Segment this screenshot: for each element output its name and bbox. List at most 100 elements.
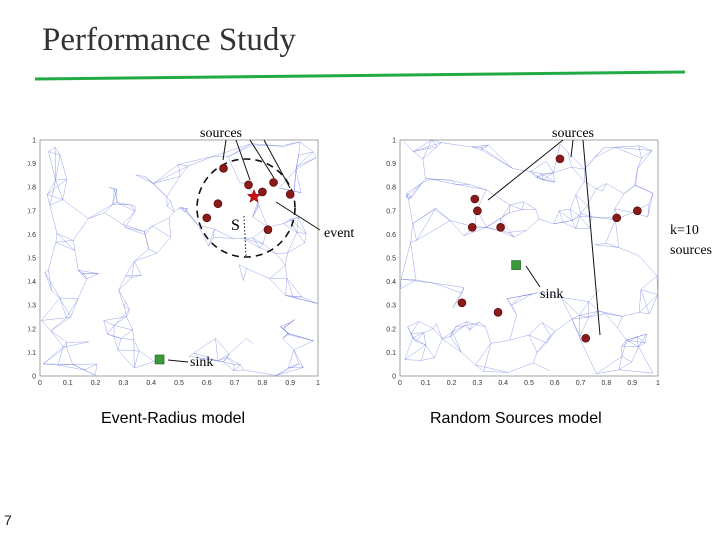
mesh-edge bbox=[442, 331, 453, 340]
x-tick-label: 0.9 bbox=[627, 380, 637, 387]
mesh-edge bbox=[559, 210, 573, 221]
mesh-edge bbox=[287, 232, 298, 253]
mesh-edge bbox=[125, 275, 132, 278]
mesh-edge bbox=[528, 334, 547, 344]
mesh-edge bbox=[416, 209, 436, 241]
mesh-edge bbox=[49, 199, 63, 206]
mesh-edge bbox=[530, 171, 544, 181]
sources-label: sources bbox=[552, 130, 594, 141]
mesh-edge bbox=[561, 297, 589, 302]
mesh-edge bbox=[296, 232, 307, 234]
mesh-edge bbox=[408, 199, 413, 224]
mesh-edge bbox=[77, 269, 87, 279]
y-tick-label: 0.5 bbox=[28, 256, 36, 263]
mesh-edge bbox=[572, 220, 576, 229]
mesh-edge bbox=[233, 369, 244, 371]
mesh-edge bbox=[466, 321, 473, 325]
mesh-edge bbox=[404, 337, 413, 360]
mesh-edge bbox=[66, 298, 79, 318]
y-tick-label: 0.7 bbox=[386, 208, 396, 215]
mesh-edge bbox=[481, 144, 489, 148]
mesh-edge bbox=[51, 290, 60, 299]
mesh-edge bbox=[43, 346, 67, 365]
mesh-edge bbox=[246, 268, 270, 279]
mesh-edge bbox=[626, 339, 646, 344]
mesh-edge bbox=[287, 332, 314, 342]
mesh-edge bbox=[509, 204, 523, 210]
mesh-edge bbox=[243, 268, 247, 281]
mesh-edge bbox=[502, 212, 510, 217]
mesh-edge bbox=[121, 338, 134, 340]
mesh-edge bbox=[569, 194, 576, 210]
mesh-edge bbox=[118, 277, 132, 291]
mesh-edge bbox=[456, 325, 465, 327]
mesh-edge bbox=[252, 201, 258, 217]
mesh-edge bbox=[299, 141, 314, 153]
mesh-edge bbox=[405, 193, 408, 197]
x-tick-label: 1 bbox=[316, 380, 320, 387]
mesh-edge bbox=[486, 218, 501, 228]
y-tick-label: 0.2 bbox=[386, 326, 396, 333]
mesh-edge bbox=[282, 338, 295, 351]
mesh-edge bbox=[546, 161, 554, 173]
mesh-edge bbox=[296, 151, 314, 167]
mesh-edge bbox=[228, 338, 247, 355]
mesh-edge bbox=[125, 261, 135, 277]
mesh-edge bbox=[452, 287, 465, 308]
mesh-edge bbox=[66, 346, 73, 365]
mesh-edge bbox=[413, 151, 423, 160]
mesh-edge bbox=[500, 230, 515, 238]
mesh-edge bbox=[511, 295, 522, 306]
mesh-edge bbox=[213, 229, 215, 238]
mesh-edge bbox=[78, 269, 99, 274]
mesh-edge bbox=[423, 328, 434, 333]
mesh-edge bbox=[72, 240, 76, 251]
y-tick-label: 0.5 bbox=[386, 256, 396, 263]
mesh-edge bbox=[617, 327, 627, 341]
mesh-edge bbox=[48, 151, 56, 181]
mesh-edge bbox=[59, 155, 68, 180]
mesh-edge bbox=[579, 315, 589, 318]
mesh-edge bbox=[94, 363, 98, 376]
source-nodes bbox=[457, 154, 642, 343]
mesh-edge bbox=[152, 217, 170, 227]
plot-frame bbox=[399, 139, 659, 377]
mesh-edge bbox=[124, 301, 127, 307]
y-tick-label: 0.6 bbox=[386, 232, 396, 239]
mesh-edge bbox=[259, 247, 277, 254]
x-tick-label: 0.8 bbox=[602, 380, 612, 387]
mesh-edge bbox=[131, 261, 135, 278]
mesh-edge bbox=[602, 183, 607, 192]
mesh-edge bbox=[118, 290, 127, 303]
mesh-edge bbox=[125, 274, 142, 277]
y-tick-label: 0 bbox=[392, 374, 396, 381]
mesh-edge bbox=[46, 179, 56, 195]
mesh-edge bbox=[606, 183, 625, 194]
network-mesh bbox=[41, 141, 318, 376]
mesh-edge bbox=[553, 166, 572, 173]
mesh-edge bbox=[450, 326, 457, 337]
mesh-edge bbox=[618, 247, 640, 257]
mesh-edge bbox=[506, 298, 517, 316]
mesh-edge bbox=[293, 349, 304, 368]
mesh-edge bbox=[481, 147, 513, 169]
event-arrow bbox=[275, 201, 321, 231]
x-tick-label: 0.3 bbox=[119, 380, 129, 387]
mesh-edge bbox=[464, 321, 467, 326]
source-node bbox=[258, 187, 267, 197]
y-tick-label: 0.7 bbox=[28, 208, 36, 215]
mesh-edge bbox=[246, 338, 253, 344]
mesh-edge bbox=[215, 338, 230, 355]
mesh-edge bbox=[530, 160, 547, 172]
mesh-edge bbox=[422, 158, 426, 179]
mesh-edge bbox=[475, 343, 492, 366]
mesh-edge bbox=[605, 313, 618, 328]
mesh-edge bbox=[312, 151, 317, 158]
mesh-edge bbox=[538, 218, 554, 225]
mesh-edge bbox=[217, 353, 230, 362]
mesh-edge bbox=[134, 361, 155, 369]
mesh-edge bbox=[59, 297, 79, 299]
mesh-edge bbox=[252, 237, 264, 245]
mesh-edge bbox=[156, 237, 171, 254]
